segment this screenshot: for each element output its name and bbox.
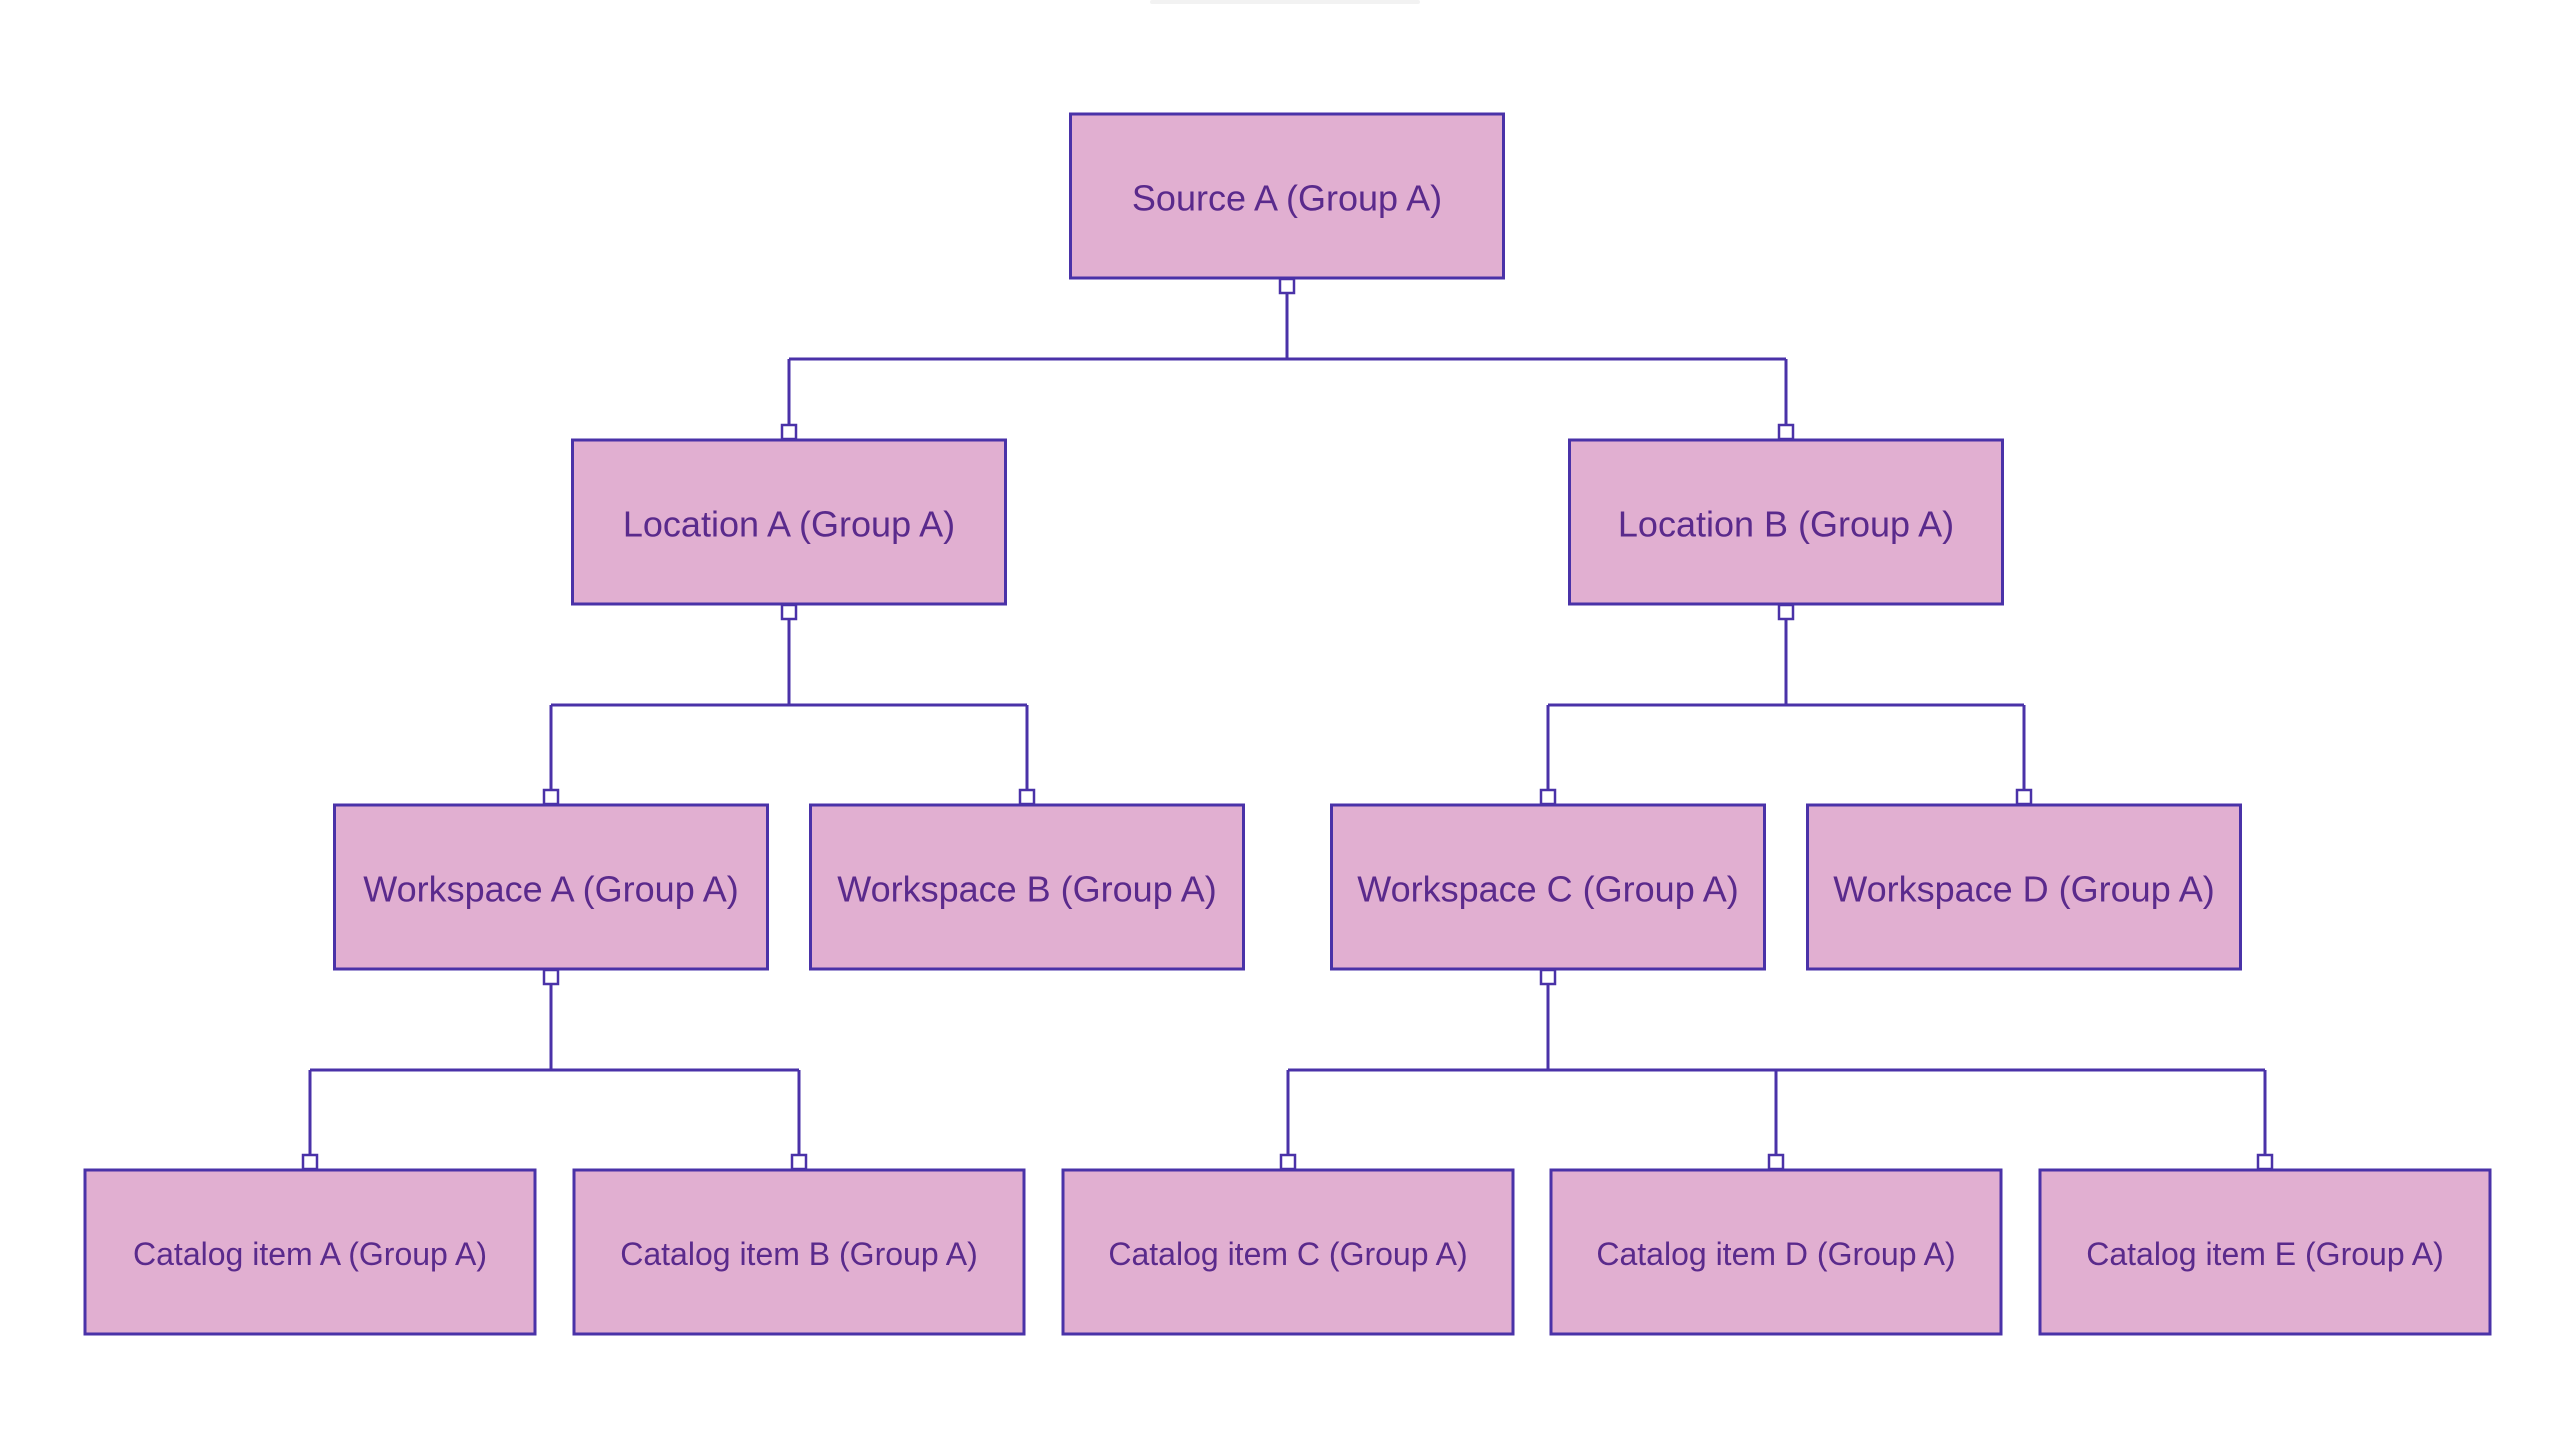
node-label-location-b: Location B (Group A) bbox=[1618, 504, 1954, 545]
node-workspace-b[interactable]: Workspace B (Group A) bbox=[809, 803, 1245, 971]
node-box-location-b[interactable] bbox=[1568, 438, 2004, 606]
node-catalog-item-e[interactable]: Catalog item E (Group A) bbox=[2038, 1168, 2492, 1336]
nodes: Source A (Group A) Location A (Group A) Wo… bbox=[83, 112, 2492, 1336]
node-source-a[interactable]: Source A (Group A) bbox=[1069, 112, 1505, 280]
node-box-workspace-c[interactable] bbox=[1330, 803, 1766, 971]
out-port-source-a[interactable] bbox=[1278, 277, 1296, 295]
node-box-catalog-item-e[interactable] bbox=[2038, 1168, 2492, 1336]
node-workspace-a[interactable]: Workspace A (Group A) bbox=[333, 803, 769, 971]
node-box-source-a[interactable] bbox=[1069, 112, 1505, 280]
node-label-catalog-item-e: Catalog item E (Group A) bbox=[2086, 1236, 2443, 1272]
node-box-workspace-a[interactable] bbox=[333, 803, 769, 971]
node-box-catalog-item-d[interactable] bbox=[1549, 1168, 2003, 1336]
node-label-workspace-b: Workspace B (Group A) bbox=[837, 869, 1216, 910]
in-port-location-b[interactable] bbox=[1777, 423, 1795, 441]
node-catalog-item-a[interactable]: Catalog item A (Group A) bbox=[83, 1168, 537, 1336]
in-port-catalog-item-e[interactable] bbox=[2256, 1153, 2274, 1171]
node-label-workspace-d: Workspace D (Group A) bbox=[1833, 869, 2214, 910]
in-port-location-a[interactable] bbox=[780, 423, 798, 441]
node-catalog-item-b[interactable]: Catalog item B (Group A) bbox=[572, 1168, 1026, 1336]
node-catalog-item-d[interactable]: Catalog item D (Group A) bbox=[1549, 1168, 2003, 1336]
node-label-source-a: Source A (Group A) bbox=[1132, 178, 1442, 219]
out-port-workspace-c[interactable] bbox=[1539, 968, 1557, 986]
connectors bbox=[308, 293, 2267, 1155]
node-label-location-a: Location A (Group A) bbox=[623, 504, 955, 545]
in-port-workspace-d[interactable] bbox=[2015, 788, 2033, 806]
node-box-workspace-b[interactable] bbox=[809, 803, 1245, 971]
node-label-workspace-c: Workspace C (Group A) bbox=[1357, 869, 1738, 910]
node-workspace-d[interactable]: Workspace D (Group A) bbox=[1806, 803, 2242, 971]
node-box-workspace-d[interactable] bbox=[1806, 803, 2242, 971]
node-catalog-item-c[interactable]: Catalog item C (Group A) bbox=[1061, 1168, 1515, 1336]
node-location-a[interactable]: Location A (Group A) bbox=[571, 438, 1007, 606]
node-box-location-a[interactable] bbox=[571, 438, 1007, 606]
in-port-catalog-item-c[interactable] bbox=[1279, 1153, 1297, 1171]
ports bbox=[301, 277, 2274, 1171]
in-port-catalog-item-d[interactable] bbox=[1767, 1153, 1785, 1171]
node-workspace-c[interactable]: Workspace C (Group A) bbox=[1330, 803, 1766, 971]
top-edge-tab bbox=[1150, 0, 1420, 4]
in-port-workspace-b[interactable] bbox=[1018, 788, 1036, 806]
in-port-catalog-item-a[interactable] bbox=[301, 1153, 319, 1171]
in-port-workspace-c[interactable] bbox=[1539, 788, 1557, 806]
out-port-location-b[interactable] bbox=[1777, 603, 1795, 621]
node-box-catalog-item-b[interactable] bbox=[572, 1168, 1026, 1336]
out-port-location-a[interactable] bbox=[780, 603, 798, 621]
node-label-catalog-item-d: Catalog item D (Group A) bbox=[1596, 1236, 1955, 1272]
node-location-b[interactable]: Location B (Group A) bbox=[1568, 438, 2004, 606]
node-label-catalog-item-a: Catalog item A (Group A) bbox=[133, 1236, 487, 1272]
node-label-catalog-item-b: Catalog item B (Group A) bbox=[620, 1236, 977, 1272]
in-port-workspace-a[interactable] bbox=[542, 788, 560, 806]
node-label-workspace-a: Workspace A (Group A) bbox=[363, 869, 739, 910]
in-port-catalog-item-b[interactable] bbox=[790, 1153, 808, 1171]
out-port-workspace-a[interactable] bbox=[542, 968, 560, 986]
node-label-catalog-item-c: Catalog item C (Group A) bbox=[1108, 1236, 1467, 1272]
